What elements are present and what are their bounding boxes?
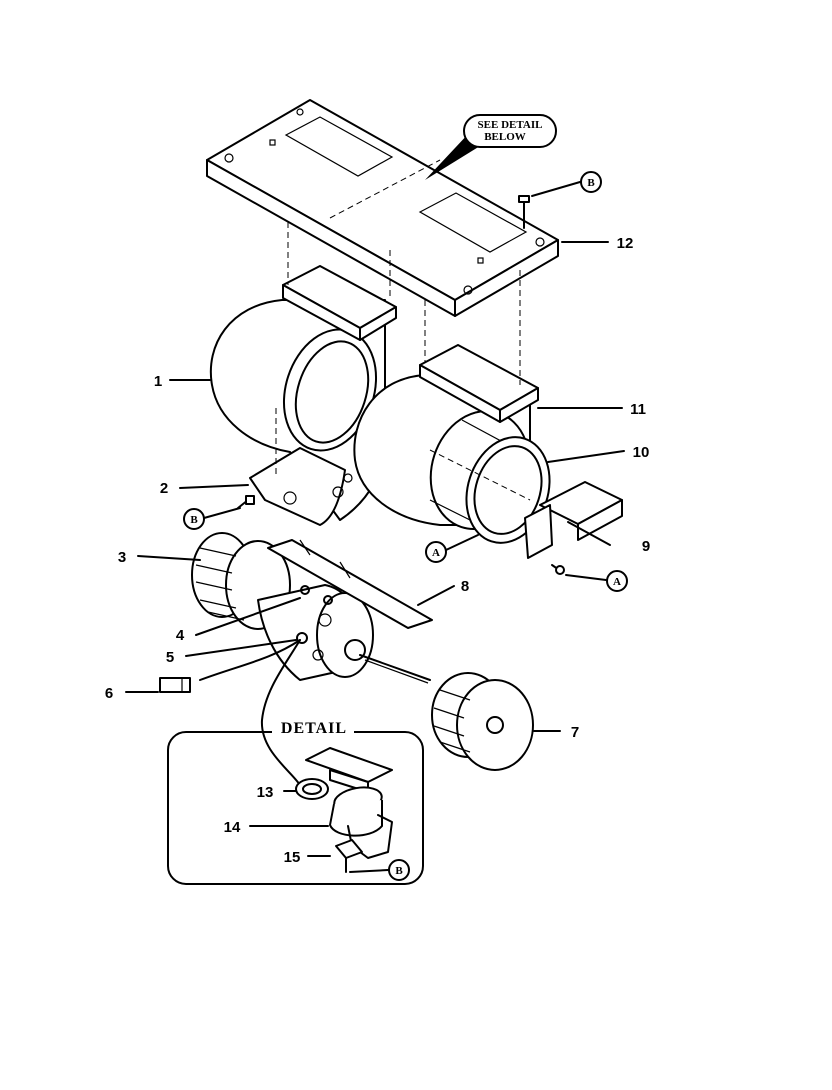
screw-top: [518, 195, 530, 229]
svg-text:B: B: [587, 177, 595, 189]
leader-lines: [125, 241, 625, 857]
svg-text:B: B: [190, 514, 198, 526]
part-label-13: 13: [257, 784, 274, 801]
part-label-11: 11: [630, 401, 646, 418]
fastener-b-top: B: [531, 171, 602, 197]
fastener-a-right: A: [565, 570, 628, 592]
part-label-14: 14: [224, 819, 241, 836]
fastener-a-left: A: [425, 534, 479, 563]
part-label-3: 3: [118, 549, 126, 566]
detail-title: DETAIL: [281, 720, 347, 737]
part-label-2: 2: [160, 480, 168, 497]
part-label-1: 1: [154, 373, 162, 390]
motor-assembly: [159, 532, 534, 786]
see-detail-callout: SEE DETAIL BELOW: [425, 114, 557, 180]
part-label-6: 6: [105, 685, 113, 702]
blower-housing-left: [209, 265, 397, 526]
part-label-7: 7: [571, 724, 579, 741]
detail-box: [167, 718, 424, 885]
part-label-10: 10: [633, 444, 650, 461]
callout-line2: BELOW: [484, 131, 526, 143]
part-label-12: 12: [617, 235, 634, 252]
part-label-4: 4: [176, 627, 185, 644]
alignment-lines: [275, 222, 531, 501]
svg-text:B: B: [395, 865, 403, 877]
part-label-5: 5: [166, 649, 174, 666]
fastener-b-left: B: [183, 507, 241, 530]
part-label-15: 15: [284, 849, 301, 866]
fastener-b-detail: B: [349, 859, 410, 881]
screw-right-bracket: [551, 564, 565, 575]
part-label-8: 8: [461, 578, 469, 595]
svg-text:A: A: [613, 576, 621, 588]
blower-housing-right: [353, 344, 623, 559]
callout-line1: SEE DETAIL: [478, 119, 543, 131]
part-label-9: 9: [642, 538, 650, 555]
mounting-plate: [206, 99, 559, 317]
svg-text:A: A: [432, 547, 440, 559]
screw-left: [237, 495, 255, 509]
